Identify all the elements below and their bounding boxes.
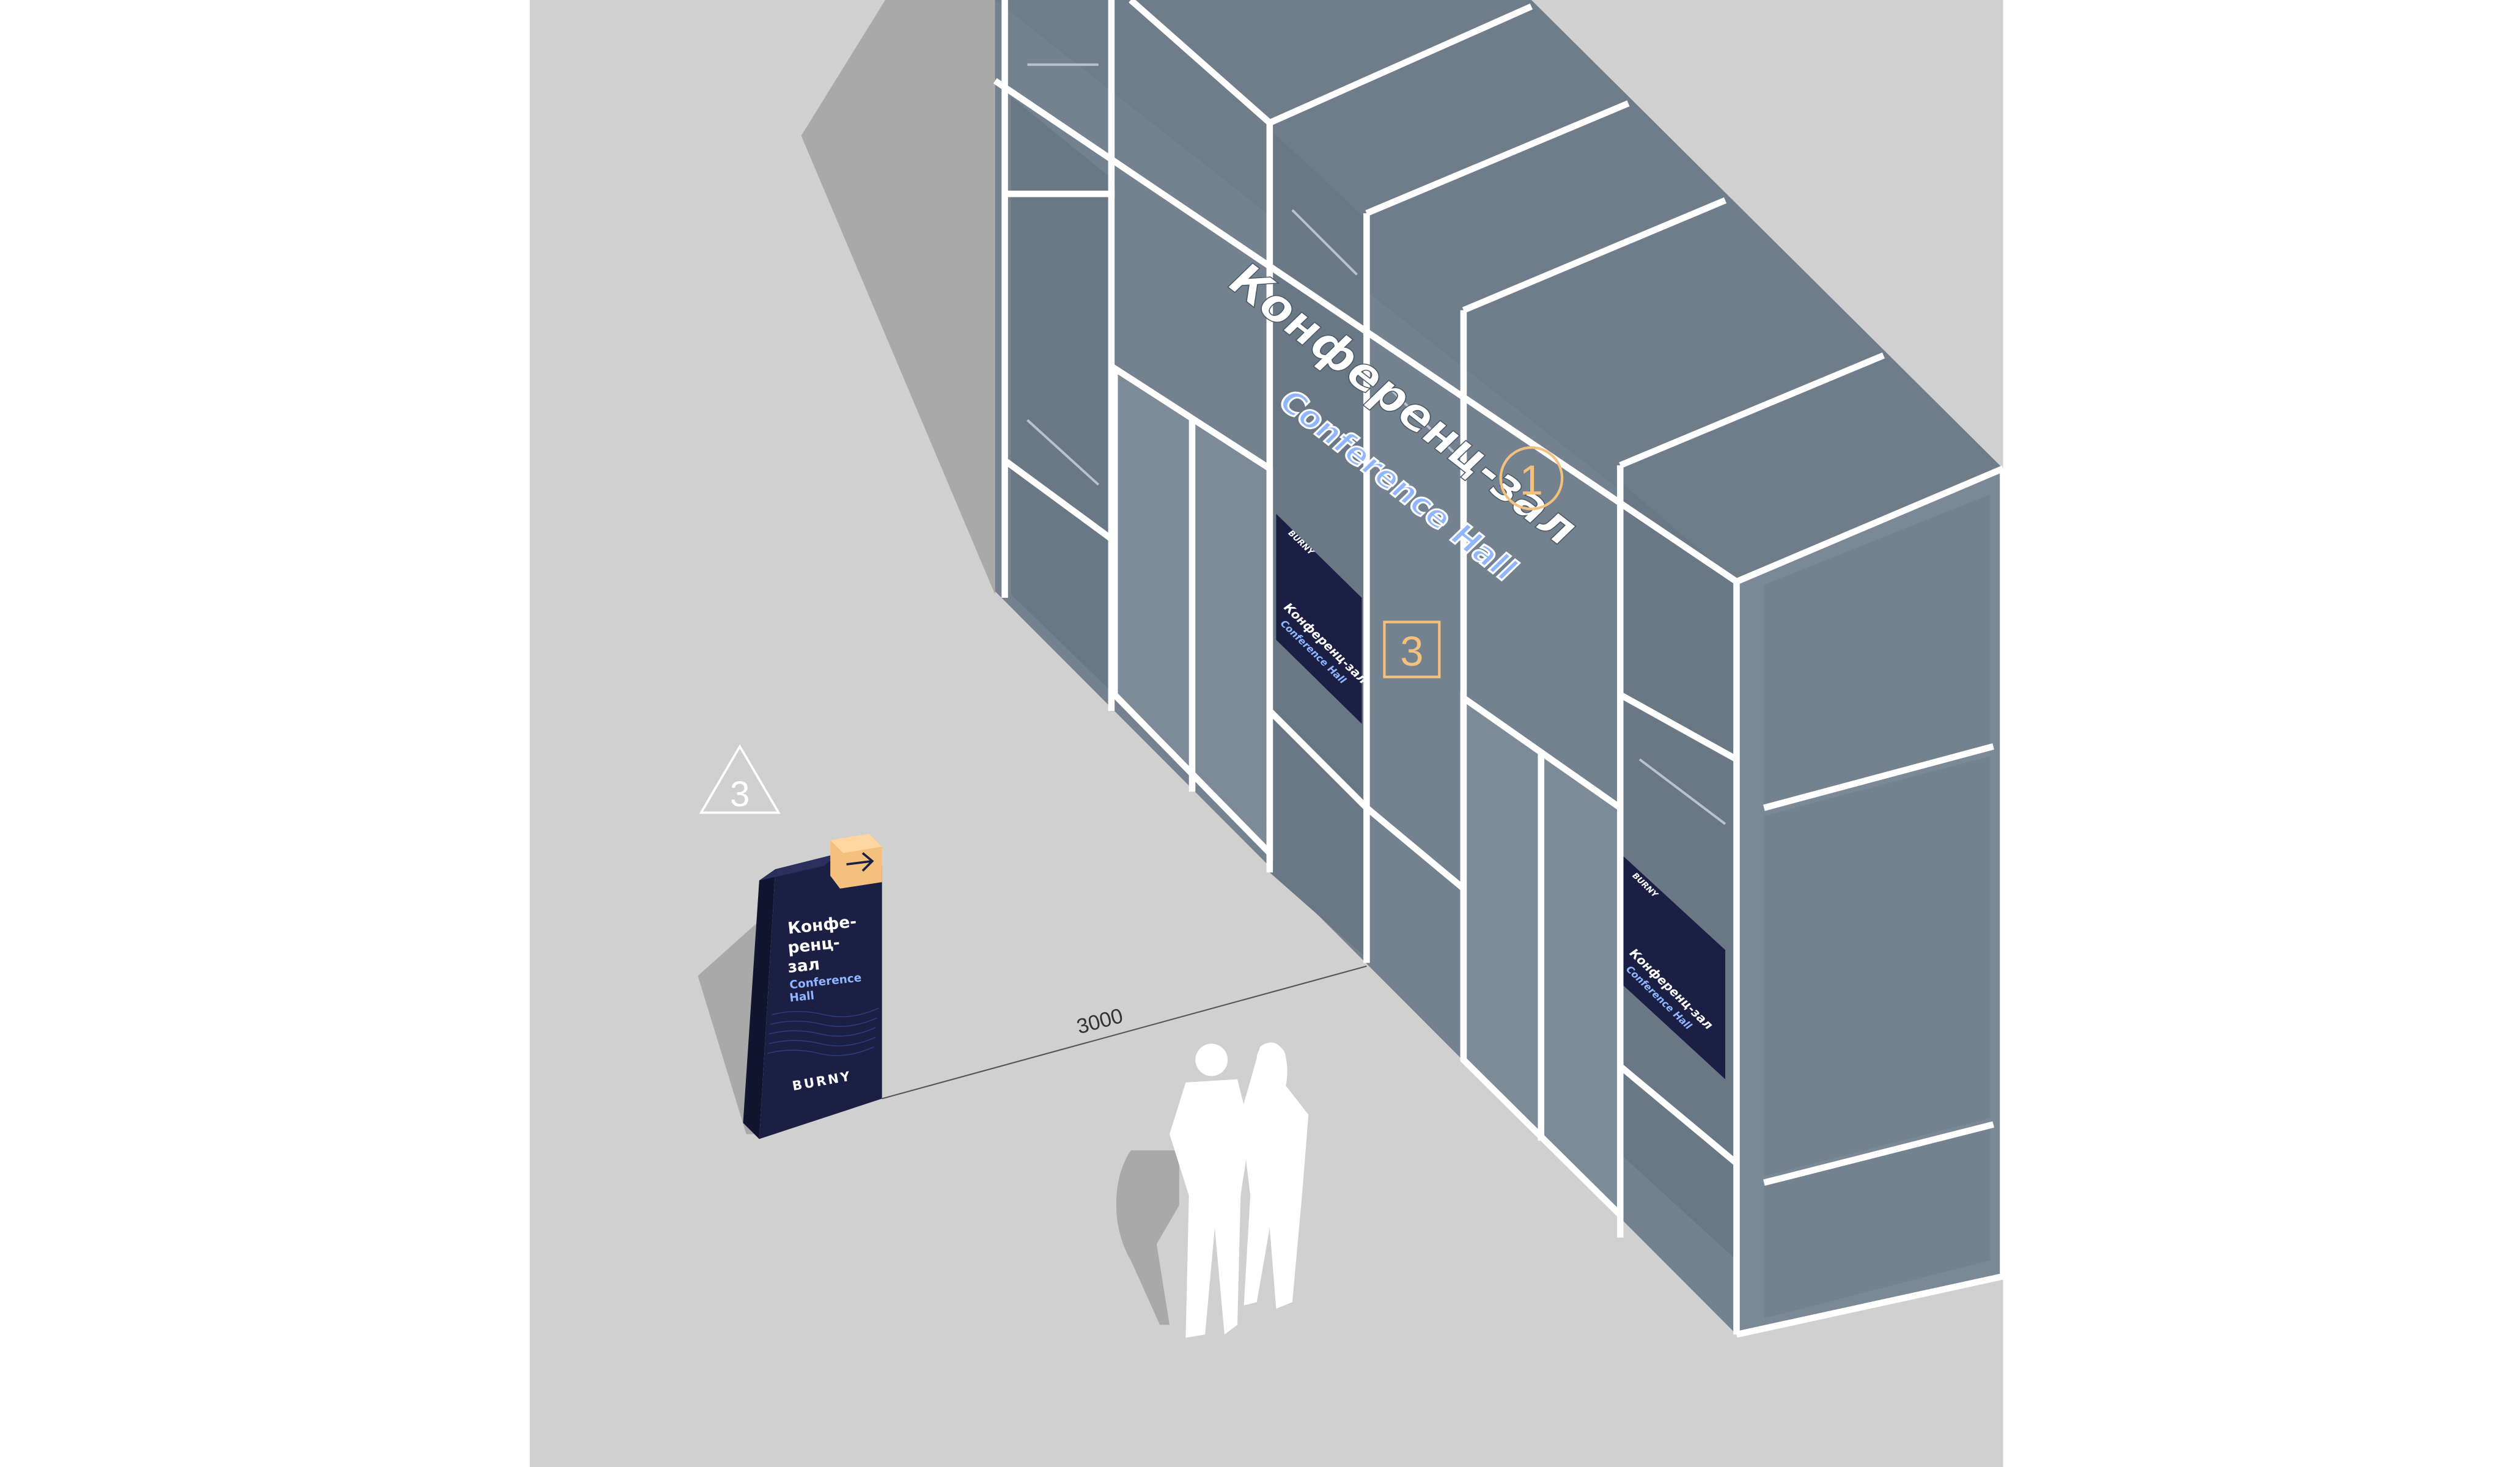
people-shadow [1116, 1150, 1179, 1325]
building-shadow [801, 0, 995, 595]
marker-triangle-3-label: 3 [730, 774, 750, 814]
marker-triangle-3: 3 [699, 744, 781, 814]
marker-circle-1-label: 1 [1520, 457, 1543, 504]
door-right[interactable] [1460, 691, 1624, 1223]
people-silhouettes [1170, 1042, 1309, 1338]
door-left[interactable] [1111, 362, 1273, 861]
marker-square-3-label: 3 [1400, 628, 1423, 675]
pylon: Конфе- ренц- зал Conference Hall BURNY [743, 833, 882, 1139]
pylon-en-2: Hall [789, 990, 815, 1005]
pylon-line-3: зал [787, 955, 820, 977]
pylon-shadow [698, 921, 759, 1134]
arrow-right-icon [830, 833, 882, 889]
marker-circle-1: 1 [1499, 446, 1564, 510]
marker-square-3: 3 [1383, 620, 1441, 678]
